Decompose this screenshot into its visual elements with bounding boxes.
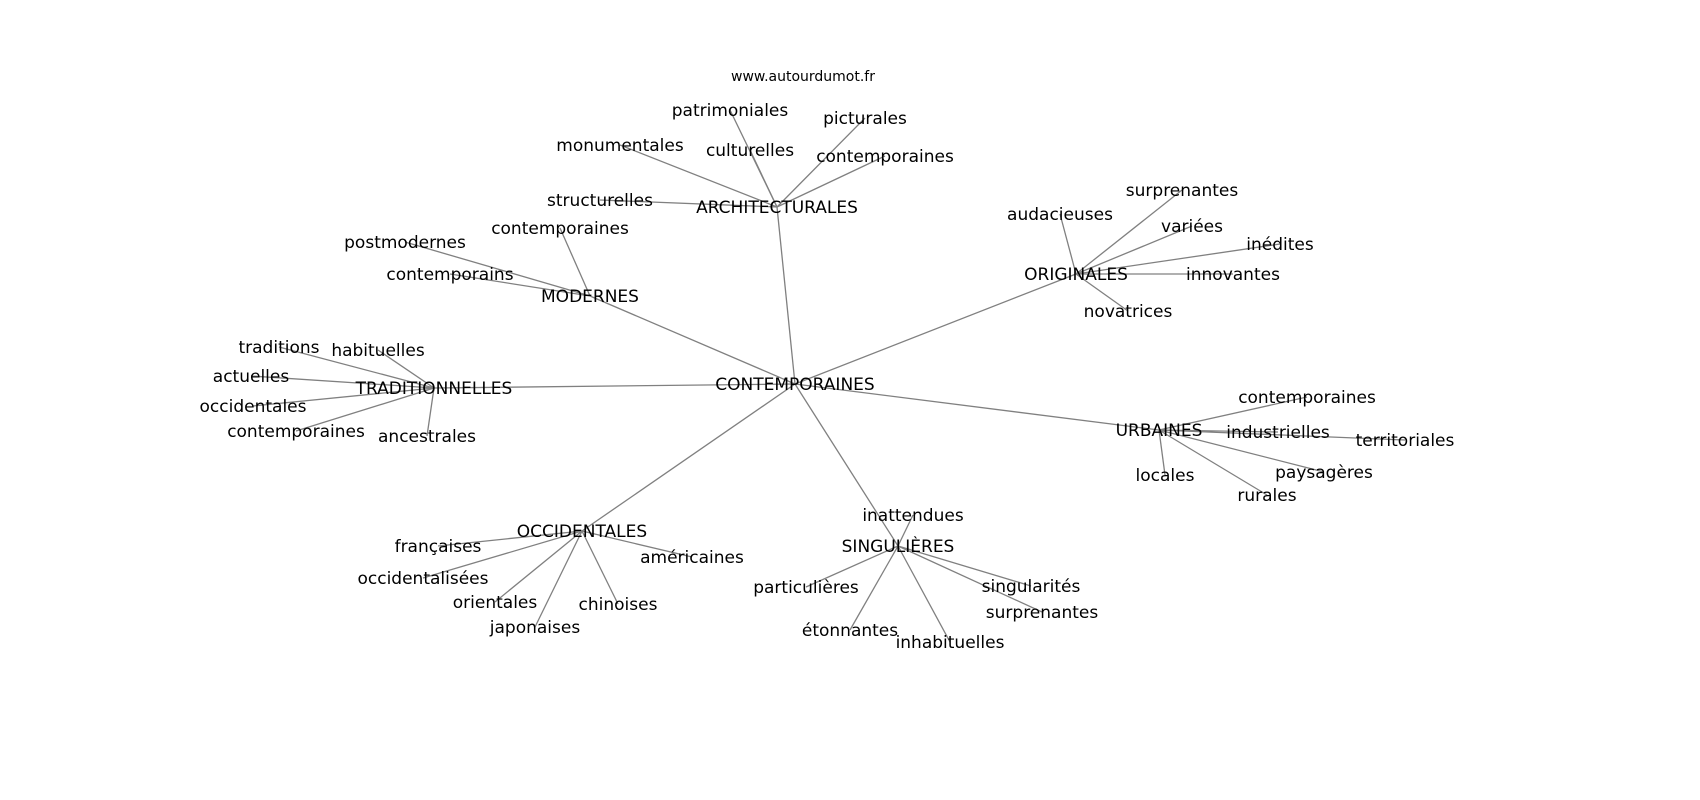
word-node[interactable]: traditions [238,338,319,358]
word-node[interactable]: variées [1161,217,1223,237]
edge-root-to-group [433,383,796,389]
word-node[interactable]: culturelles [706,141,794,161]
edge-group-to-word [377,349,435,389]
edge-group-to-word [749,149,778,208]
edge-group-to-word [897,545,1043,613]
edge-group-to-word [599,199,778,208]
edge-root-to-group [794,273,1077,385]
word-node[interactable]: inhabituelles [896,633,1005,653]
word-node[interactable]: américaines [640,548,744,568]
word-node[interactable]: surprenantes [1126,181,1239,201]
edge-group-to-word [1075,189,1183,275]
edge-group-to-word [1075,243,1281,275]
edge-root-to-group [589,295,796,385]
word-node[interactable]: postmodernes [344,233,466,253]
group-node[interactable]: MODERNES [541,287,639,307]
edge-group-to-word [1075,225,1193,275]
word-node[interactable]: contemporaines [1238,388,1376,408]
edge-group-to-word [776,155,886,208]
word-node[interactable]: territoriales [1356,431,1455,451]
edge-group-to-word [1158,429,1406,441]
edge-group-to-word [494,530,583,603]
edge-group-to-word [295,387,435,432]
edge-group-to-word [534,530,583,628]
word-node[interactable]: japonaises [489,618,581,638]
labels: patrimoniales picturales monumentales cultu… [200,101,1455,653]
edge-group-to-word [1158,396,1308,431]
edges [250,109,1406,643]
word-node[interactable]: patrimoniales [672,101,789,121]
edge-group-to-word [581,530,693,558]
word-node[interactable]: ancestrales [378,427,476,447]
word-node[interactable]: industrielles [1226,423,1330,443]
edge-group-to-word [1158,429,1268,496]
edge-group-to-word [897,514,914,547]
group-node[interactable]: ARCHITECTURALES [696,198,858,218]
edge-group-to-word [278,346,435,389]
edge-group-to-word [619,144,778,208]
word-node[interactable]: innovantes [1186,265,1280,285]
word-node[interactable]: françaises [395,537,482,557]
edge-group-to-word [449,273,591,297]
edge-group-to-word [559,227,591,297]
edge-group-to-word [897,545,951,643]
word-node[interactable]: paysagères [1275,463,1373,483]
edge-group-to-word [1158,429,1166,476]
edge-group-to-word [252,387,435,407]
edge-root-to-group [776,206,796,385]
word-node[interactable]: surprenantes [986,603,1099,623]
edge-group-to-word [422,530,583,579]
word-node[interactable]: particulières [753,578,859,598]
edge-group-to-word [581,530,619,605]
word-node[interactable]: habituelles [331,341,425,361]
edge-group-to-word [1158,429,1325,473]
edge-group-to-word [897,545,1032,587]
edge-group-to-word [426,387,435,437]
word-node[interactable]: inattendues [862,506,964,526]
word-node[interactable]: rurales [1237,486,1296,506]
word-node[interactable]: singularités [982,577,1081,597]
word-node[interactable]: contemporaines [491,219,629,239]
group-node[interactable]: URBAINES [1116,421,1203,441]
group-node[interactable]: ORIGINALES [1024,265,1128,285]
word-node[interactable]: occidentalisées [357,569,488,589]
edge-group-to-word [849,545,899,631]
root-node[interactable]: CONTEMPORAINES [715,375,874,395]
edge-root-to-group [794,383,1160,431]
edge-group-to-word [250,375,435,389]
edge-group-to-word [776,117,866,208]
word-node[interactable]: contemporaines [816,147,954,167]
edge-group-to-word [404,241,591,297]
word-node[interactable]: locales [1136,466,1195,486]
word-node[interactable]: actuelles [213,367,290,387]
word-node[interactable]: novatrices [1084,302,1173,322]
word-node[interactable]: chinoises [579,595,658,615]
edge-group-to-word [1059,213,1077,275]
word-node[interactable]: audacieuses [1007,205,1113,225]
word-node[interactable]: structurelles [547,191,653,211]
edge-group-to-word [1075,273,1129,312]
word-node[interactable]: inédites [1246,235,1314,255]
edge-group-to-word [805,545,899,588]
edge-root-to-group [581,383,796,532]
group-node[interactable]: TRADITIONNELLES [355,379,513,399]
word-node[interactable]: contemporains [386,265,513,285]
edge-root-to-group [794,383,899,547]
group-node[interactable]: SINGULIÈRES [842,535,955,557]
word-node[interactable]: monumentales [556,136,684,156]
site-credit: www.autourdumot.fr [731,69,875,85]
edge-group-to-word [437,530,583,547]
word-node[interactable]: orientales [453,593,538,613]
word-node[interactable]: contemporaines [227,422,365,442]
group-node[interactable]: OCCIDENTALES [517,522,647,542]
word-node[interactable]: étonnantes [802,621,898,641]
word-node[interactable]: occidentales [200,397,307,417]
word-node[interactable]: picturales [823,109,907,129]
